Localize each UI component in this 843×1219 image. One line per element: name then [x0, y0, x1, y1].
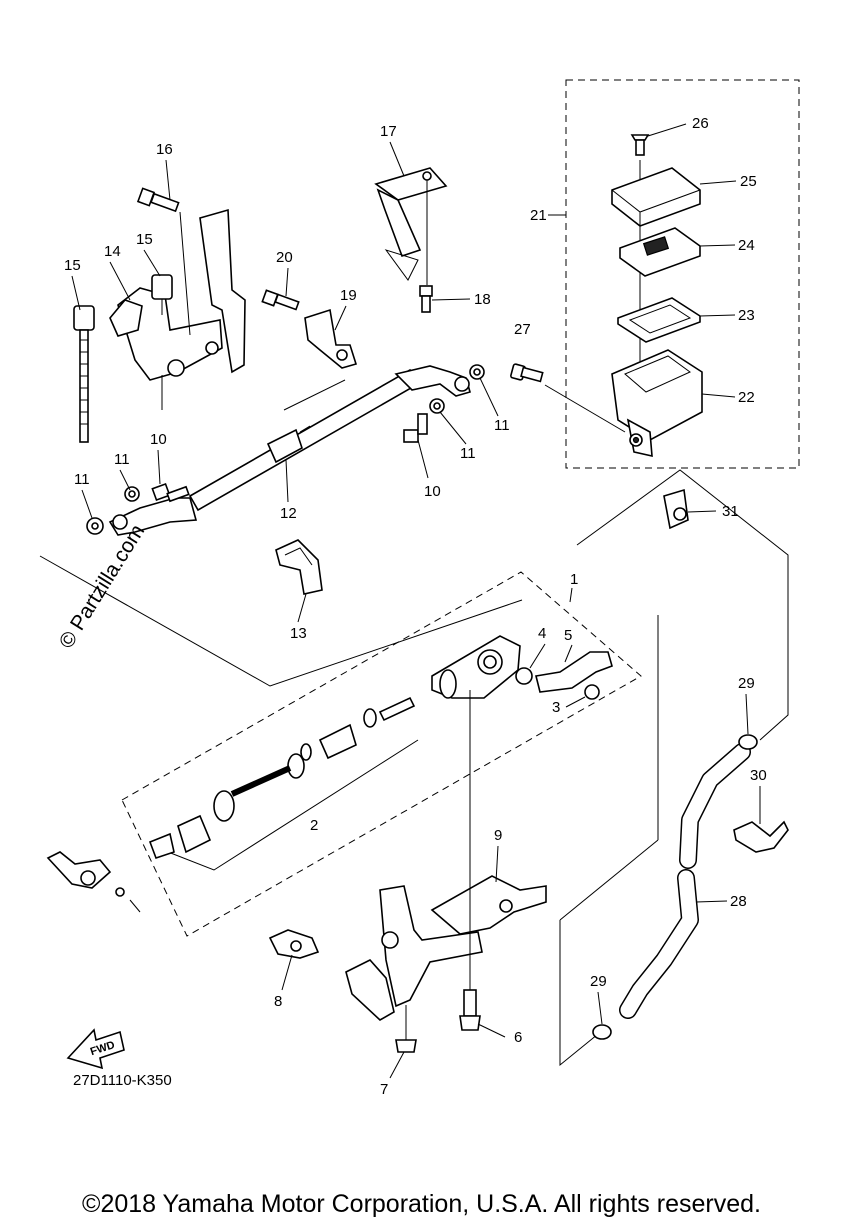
callout-20: 20 [276, 249, 293, 266]
callout-11d: 11 [494, 417, 510, 434]
fwd-arrow-icon: FWD [66, 1028, 125, 1070]
callout-31: 31 [722, 503, 739, 520]
bracket-17 [374, 167, 448, 313]
callout-12: 12 [280, 505, 297, 522]
leader-lines [71, 123, 761, 1079]
callout-29b: 29 [590, 973, 607, 990]
callout-27: 27 [514, 321, 531, 338]
callout-8: 8 [274, 993, 282, 1010]
clamp-13 [275, 539, 323, 595]
callout-3: 3 [552, 699, 560, 716]
callout-29a: 29 [738, 675, 755, 692]
clip-8 [268, 929, 320, 959]
callout-labels: 1 2 3 4 5 6 7 8 9 10 10 11 11 11 11 12 1… [64, 115, 767, 1098]
callout-18: 18 [474, 291, 491, 308]
reservoir-group-box [565, 79, 800, 469]
callout-28: 28 [730, 893, 747, 910]
reference-line-reservoir [576, 469, 789, 741]
callout-15b: 15 [136, 231, 153, 248]
diagram-code: 27D1110-K350 [73, 1072, 172, 1089]
callout-11c: 11 [460, 445, 476, 462]
callout-14: 14 [104, 243, 121, 260]
reservoir-assembly [510, 134, 703, 458]
master-cylinder-assembly [46, 635, 613, 913]
callout-6: 6 [514, 1029, 522, 1046]
washers-11 [86, 364, 485, 535]
callout-19: 19 [340, 287, 357, 304]
callout-23: 23 [738, 307, 755, 324]
callout-21: 21 [530, 207, 547, 224]
callout-24: 24 [738, 237, 755, 254]
reference-line-cylinder [162, 739, 419, 871]
watermark: © Partzilla.com [55, 520, 149, 652]
clip-31 [663, 488, 689, 530]
reference-line-hose [39, 555, 523, 687]
callout-11a: 11 [74, 471, 90, 488]
callout-22: 22 [738, 389, 755, 406]
callout-9: 9 [494, 827, 502, 844]
reference-line-pedal-bottom [559, 920, 604, 1067]
callout-2: 2 [310, 817, 318, 834]
callout-11b: 11 [114, 451, 130, 468]
callout-15a: 15 [64, 257, 81, 274]
callout-1: 1 [570, 571, 578, 588]
brake-hose-12 [108, 365, 471, 536]
callout-10b: 10 [424, 483, 441, 500]
callout-16: 16 [156, 141, 173, 158]
hose-28 [592, 734, 789, 1040]
callout-7: 7 [380, 1081, 388, 1098]
callout-4: 4 [538, 625, 546, 642]
reference-line-pedal [559, 839, 659, 921]
callout-13: 13 [290, 625, 307, 642]
callout-5: 5 [564, 627, 572, 644]
bracket-assembly [73, 187, 246, 443]
callout-25: 25 [740, 173, 757, 190]
callout-10a: 10 [150, 431, 167, 448]
callout-30: 30 [750, 767, 767, 784]
reference-line-bolt [283, 379, 346, 411]
master-cylinder-group-box [121, 571, 642, 937]
callout-17: 17 [380, 123, 397, 140]
bracket-19 [261, 289, 358, 369]
pedal-bracket-9 [345, 690, 547, 1053]
callout-26: 26 [692, 115, 709, 132]
copyright-notice: ©2018 Yamaha Motor Corporation, U.S.A. A… [82, 1190, 761, 1218]
